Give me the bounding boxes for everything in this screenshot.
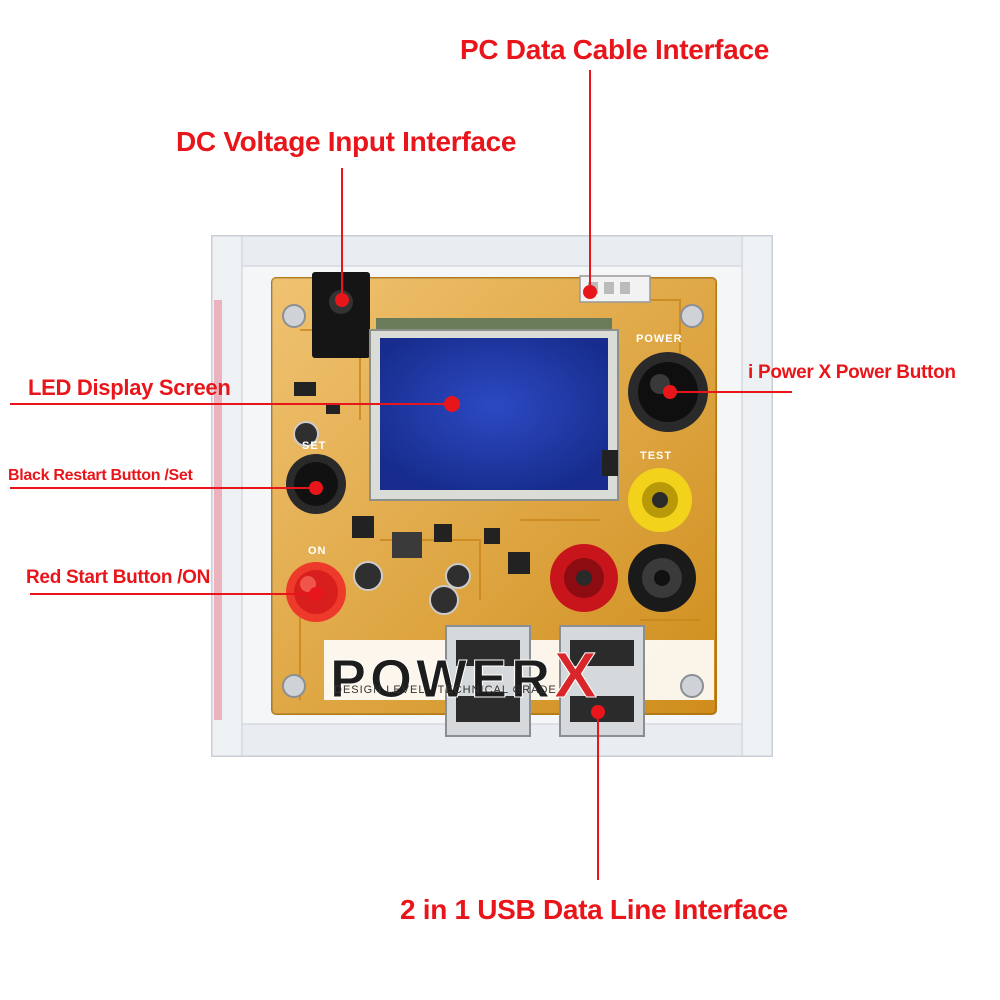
label-power-button: i Power X Power Button bbox=[748, 362, 956, 383]
output-terminal-red bbox=[550, 544, 618, 612]
label-black-restart: Black Restart Button /Set bbox=[8, 467, 193, 484]
pcb-label-power: POWER bbox=[636, 333, 683, 345]
label-led-screen: LED Display Screen bbox=[28, 375, 231, 400]
lcd-display bbox=[369, 318, 619, 501]
label-red-start: Red Start Button /ON bbox=[26, 567, 210, 588]
corner-screws bbox=[282, 304, 704, 698]
label-pc-data-cable: PC Data Cable Interface bbox=[460, 34, 769, 65]
brand-x-text: X bbox=[554, 639, 598, 712]
pcb-label-test: TEST bbox=[640, 450, 673, 462]
test-terminal-black bbox=[628, 544, 696, 612]
brand-tagline: DESIGN LEVEL · TECHNICAL GRADE bbox=[334, 684, 557, 696]
pcb-label-on: ON bbox=[308, 545, 327, 557]
test-terminal-yellow bbox=[628, 468, 692, 532]
brand-main-text: POWER bbox=[329, 649, 555, 710]
label-dc-input: DC Voltage Input Interface bbox=[176, 126, 517, 157]
brand-logo: POWERX bbox=[329, 638, 598, 712]
callout-lines bbox=[10, 70, 792, 880]
label-usb-interface: 2 in 1 USB Data Line Interface bbox=[400, 894, 788, 925]
pcb-label-set: SET bbox=[302, 440, 327, 452]
callout-dots bbox=[309, 285, 677, 719]
usb-ports bbox=[445, 625, 645, 737]
board-components bbox=[293, 382, 618, 615]
